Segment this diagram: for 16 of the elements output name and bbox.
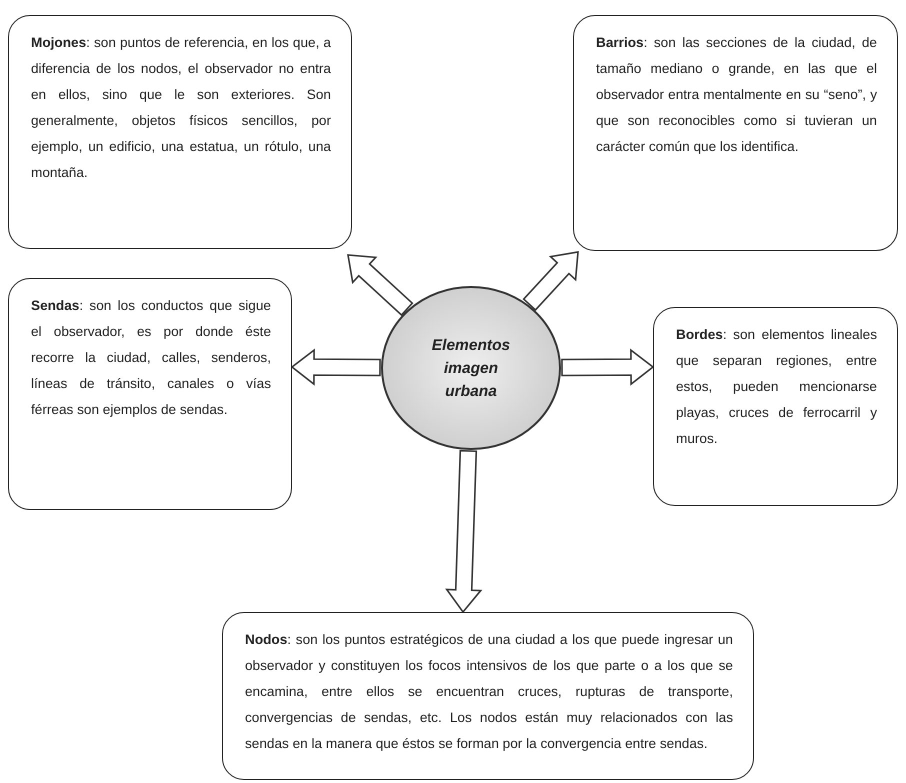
description-text: Bordes: son elementos lineales que separan regiones, entre estos, pueden mencionarse playas, cruces de ferrocarril y muros. — [676, 326, 877, 448]
block-arrow — [290, 348, 381, 386]
description-box — [653, 307, 898, 506]
description-box — [8, 15, 352, 249]
description-box — [222, 612, 754, 780]
description-box — [573, 15, 898, 251]
description-text: Nodos: son los puntos estratégicos de una ciudad a los que puede ingresar un observador y constituyen los focos intensivos de los que parte o a los que se encamina, entre ellos se encuentran cruces, rupturas de transporte, convergencias de sendas, etc. Los nodos están muy relacionados con las sendas en la manera que éstos se forman por la convergencia entre sendas. — [245, 631, 733, 753]
description-text: Mojones: son puntos de referencia, en los que, a diferencia de los nodos, el observador no entra en ellos, sino que le son exteriores. Son generalmente, objetos físicos sencillos, por ejemplo, un edificio, una estatua, un rótulo, una montaña. — [31, 34, 331, 182]
block-arrow — [522, 251, 579, 312]
block-arrow — [561, 348, 654, 386]
topic-title: Elementos imagen urbana — [430, 336, 512, 402]
description-box — [8, 278, 292, 510]
block-arrow — [445, 450, 482, 614]
block-arrow — [347, 254, 414, 316]
description-text: Sendas: son los conductos que sigue el observador, es por donde éste recorre la ciudad, calles, senderos, líneas de tránsito, canales o vías férreas son ejemplos de sendas. — [31, 297, 271, 419]
description-text: Barrios: son las secciones de la ciudad, de tamaño mediano o grande, en las que el observador entra mentalmente en su “seno”, y que son reconocibles como si tuvieran un carácter común que los identifica. — [596, 34, 877, 156]
